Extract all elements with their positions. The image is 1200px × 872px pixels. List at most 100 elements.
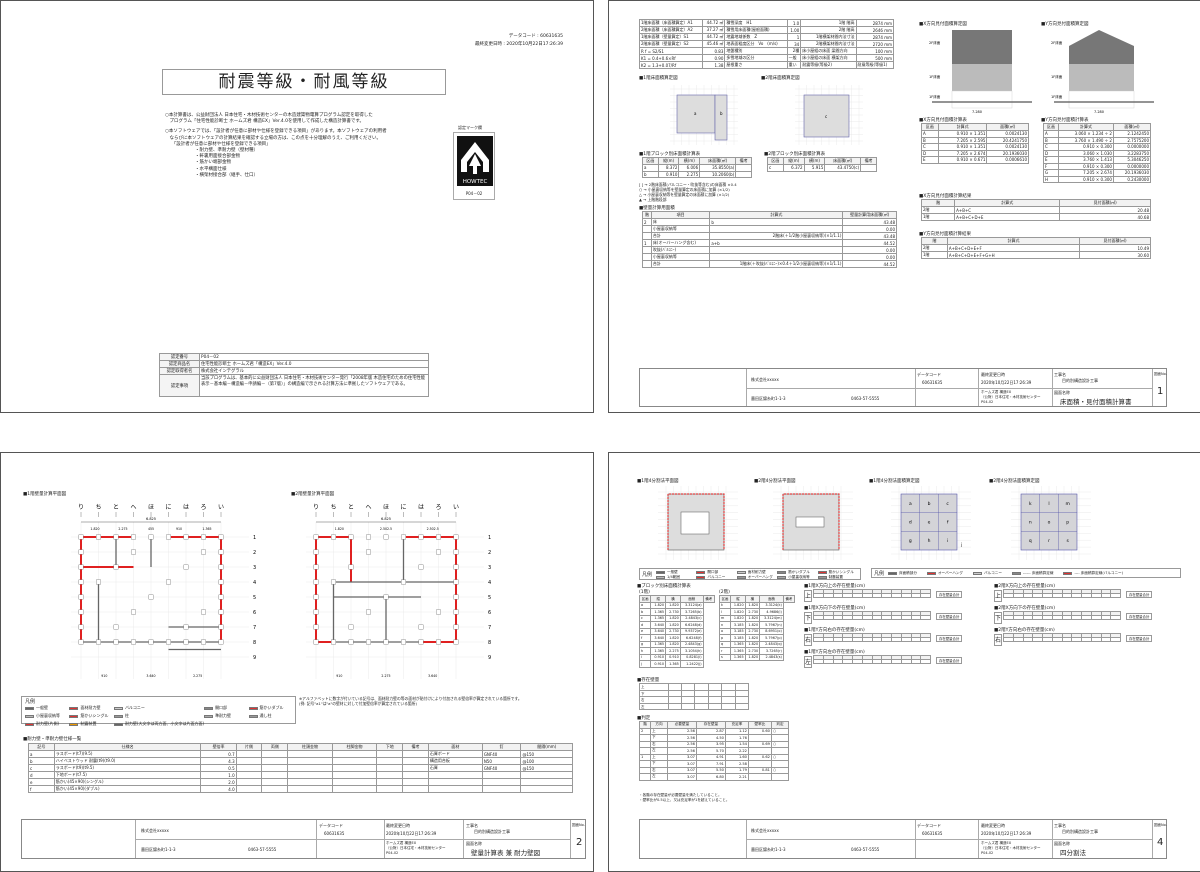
area-cell-label: h <box>928 538 931 544</box>
table-cell: f <box>638 634 652 642</box>
area-cell-label: r <box>1048 538 1050 544</box>
table-cell: 3.3124(m) <box>759 614 784 622</box>
column-header: 計算式 <box>1058 123 1114 131</box>
void-area <box>795 516 825 528</box>
column-icon <box>78 534 84 540</box>
table-cell <box>920 593 931 598</box>
table-cell <box>427 778 483 786</box>
table-cell: 1.2422(j) <box>679 660 704 668</box>
column-icon <box>418 564 424 570</box>
block-label: b <box>720 111 723 116</box>
page-title: 耐震等級・耐風等級 <box>162 69 446 95</box>
table-cell: 地震地域係数 Z <box>724 33 788 41</box>
section-title: ■判定 <box>637 716 651 721</box>
legend-swatch-icon <box>248 714 258 718</box>
column-header: 面積(㎡) <box>1112 123 1152 131</box>
wall-quantity-table <box>1003 611 1121 620</box>
table-cell <box>1090 593 1102 598</box>
wall-quantity-table <box>813 611 931 620</box>
legend-item: 一般壁 <box>25 705 69 711</box>
modified-label: 最終変更日時 <box>981 823 1005 828</box>
column-header: 柱脚金物 <box>331 743 378 751</box>
section-title: ■1階4分割法平面図 <box>637 479 679 484</box>
table-cell <box>287 750 333 758</box>
axis-label-y: 1 <box>253 535 256 541</box>
data-code-label: データコード <box>917 823 941 828</box>
column-icon <box>148 534 154 540</box>
table-cell: 1.820 <box>744 614 761 622</box>
total-label: 存在壁量合計 <box>1126 635 1153 642</box>
legend-label: 耐力壁(片側) <box>36 721 60 726</box>
table-cell <box>852 615 863 620</box>
table-cell <box>261 785 289 793</box>
legend-swatch-icon <box>696 576 706 579</box>
table-cell <box>1110 637 1121 642</box>
table-cell: ○ <box>770 753 790 761</box>
table-cell <box>331 778 378 786</box>
section-title: ■1階床面積算定図 <box>639 76 678 81</box>
table-cell: 1.38 <box>701 61 726 69</box>
legend-item: 筋かいダブル <box>248 705 293 711</box>
section-title: ■1階X方向下の存在壁量(cm) <box>804 606 866 611</box>
table-cell: f <box>28 785 55 793</box>
section-title: ■壁量計算用面積 <box>639 206 675 211</box>
area-cell-label: o <box>1048 521 1051 526</box>
column-icon <box>183 534 189 540</box>
table-cell <box>1051 615 1063 620</box>
direction-label: 上 <box>994 590 1002 602</box>
column-icon <box>331 579 336 585</box>
table-row <box>813 655 931 660</box>
axis-label-y: 4 <box>253 580 256 586</box>
table-cell <box>287 778 333 786</box>
legend-label: 開口部 <box>215 705 228 710</box>
table-cell: 0.5 <box>200 764 237 772</box>
legend-label: 面材耐力壁 <box>747 570 766 574</box>
table-cell <box>871 593 883 598</box>
column-icon <box>78 549 84 555</box>
table-cell: 1.820 <box>744 640 761 648</box>
base-area <box>951 90 1013 109</box>
column-header: 間隔(mm) <box>520 743 573 751</box>
table-cell <box>1100 637 1112 642</box>
table-cell: E <box>921 156 939 164</box>
table-cell: 10.2060(b) <box>699 170 737 178</box>
table-cell: 43.48 <box>842 218 897 226</box>
data-code-label: データコード <box>917 372 941 377</box>
cert-value: 株式会社インテグラル <box>199 367 429 375</box>
void-area <box>680 511 710 535</box>
legend-item: 筋かいシングル <box>817 570 858 575</box>
table-cell <box>920 659 931 664</box>
axis-label-x: り <box>78 504 84 511</box>
project-name: 目的別構造設計工事 <box>1062 378 1098 383</box>
axis-label-y: 2 <box>253 550 256 556</box>
project-label: 工事名 <box>1054 823 1066 828</box>
table-cell <box>910 637 922 642</box>
table-cell: 下地ボード(t7.5) <box>53 771 202 779</box>
modified-date: 2020年10月22日17:26:39 <box>386 831 437 836</box>
software-org: （公財）日本住宅・木材技術センター <box>386 846 446 850</box>
table-cell <box>1022 637 1034 642</box>
axis-label-x: と <box>348 504 354 511</box>
table-cell <box>642 232 652 240</box>
axis-label-y: 9 <box>253 655 256 661</box>
table-cell: 左 <box>650 747 668 755</box>
legend-item: オーバーハング <box>736 575 777 580</box>
drawing-no: 2 <box>576 837 583 848</box>
column-header: 横(m) <box>678 157 701 165</box>
table-cell: 40.68 <box>1059 213 1151 221</box>
table-cell <box>427 785 483 793</box>
table-cell: 2.4843(q) <box>759 640 784 648</box>
legend-swatch-icon <box>113 706 123 710</box>
legend-item: 通し柱 <box>248 713 293 719</box>
legend-label: ---- 床面積算定線(バルコニー) <box>1074 571 1124 575</box>
direction-label: 上 <box>804 590 812 602</box>
drawing-label: 図面名称 <box>1054 390 1070 395</box>
dimension: 2.275 <box>118 527 127 531</box>
table-cell <box>1022 615 1034 620</box>
dimension: 910 <box>336 674 342 678</box>
